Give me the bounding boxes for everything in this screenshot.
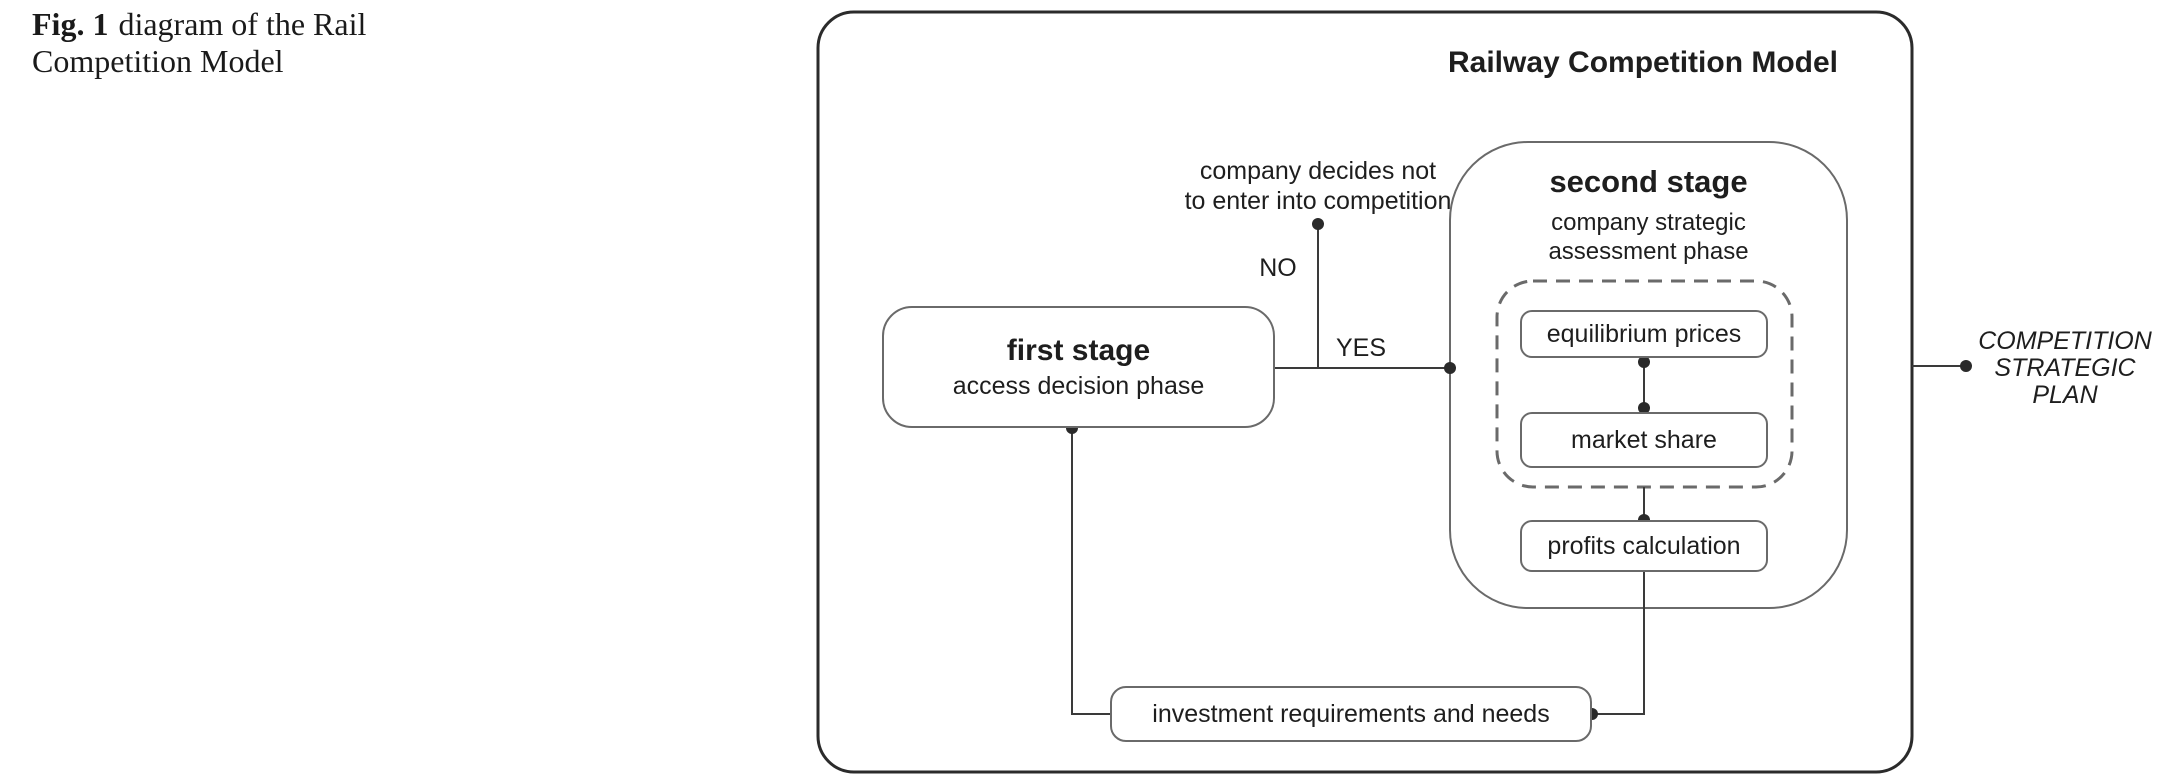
second-stage-title: second stage bbox=[1549, 164, 1748, 199]
market-share-box: market share bbox=[1520, 412, 1768, 468]
first-stage-title: first stage bbox=[1006, 333, 1151, 367]
yes-dot bbox=[1444, 362, 1456, 374]
second-stage-container bbox=[1449, 141, 1848, 609]
output-dot bbox=[1960, 360, 1972, 372]
no-label: NO bbox=[1259, 254, 1297, 282]
first-stage-subtitle: access decision phase bbox=[952, 371, 1205, 400]
competition-strategic-plan: COMPETITION STRATEGIC PLAN bbox=[1962, 328, 2168, 409]
profits-investment-connector bbox=[1592, 572, 1645, 715]
first-stage-investment-connector bbox=[1071, 428, 1110, 715]
no-entry-text: company decides not to enter into compet… bbox=[1088, 156, 1548, 216]
caption-line-2: Competition Model bbox=[32, 43, 284, 79]
prices-dot bbox=[1638, 356, 1650, 368]
output-line-2: STRATEGIC bbox=[1994, 354, 2136, 382]
diagram-title: Railway Competition Model bbox=[1447, 46, 1839, 79]
output-line-1: COMPETITION bbox=[1978, 327, 2152, 355]
second-stage-subtitle-line-2: assessment phase bbox=[1548, 238, 1749, 265]
no-entry-line-1: company decides not bbox=[1199, 157, 1437, 185]
share-dot bbox=[1638, 402, 1650, 414]
output-line-3: PLAN bbox=[2032, 381, 2098, 409]
outer-frame bbox=[816, 10, 1914, 774]
second-stage-subtitle-line-1: company strategic bbox=[1551, 209, 1746, 236]
equilibrium-prices-box: equilibrium prices bbox=[1520, 310, 1768, 358]
second-stage-subtitle: company strategic assessment phase bbox=[1450, 208, 1847, 266]
investment-box: investment requirements and needs bbox=[1110, 686, 1592, 742]
yes-label: YES bbox=[1335, 334, 1387, 362]
figure-label: Fig. 1 bbox=[32, 6, 109, 42]
caption-line-1: diagram of the Rail bbox=[118, 6, 367, 42]
first-stage-box: first stage access decision phase bbox=[882, 306, 1275, 428]
no-entry-line-2: to enter into competition bbox=[1184, 187, 1452, 215]
profits-calculation-box: profits calculation bbox=[1520, 520, 1768, 572]
no-dot bbox=[1312, 218, 1324, 230]
